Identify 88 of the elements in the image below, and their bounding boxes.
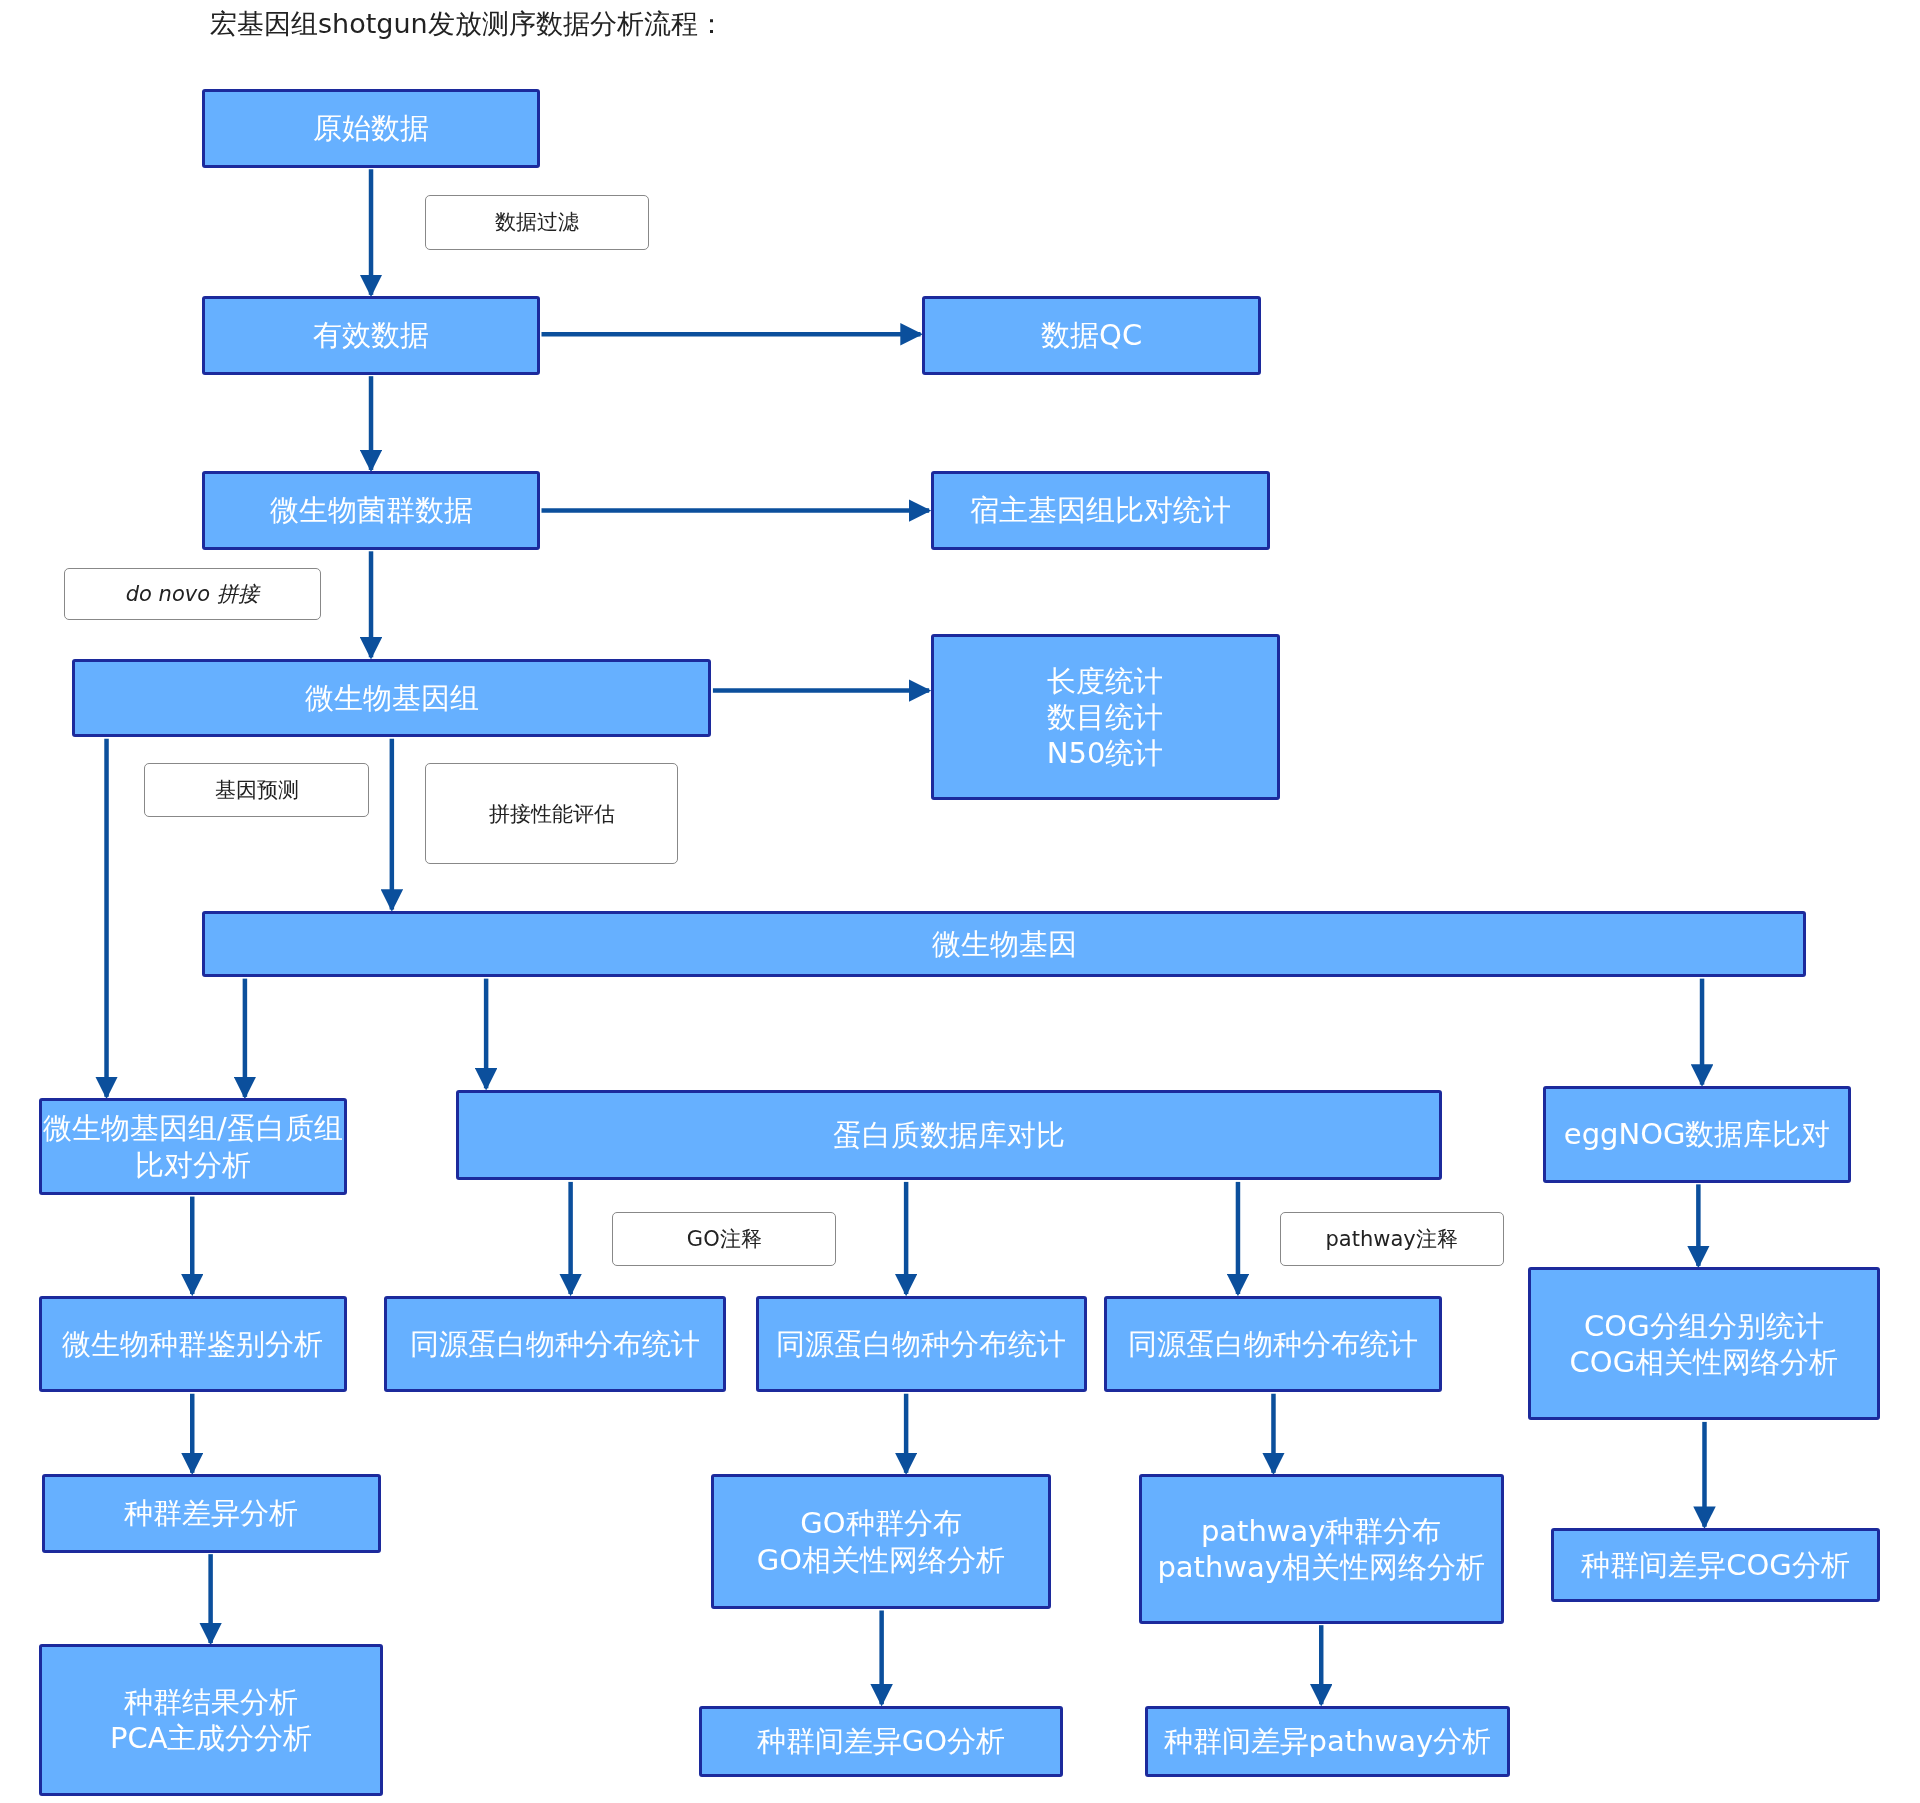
arrow [894, 1181, 918, 1297]
note-text: 拼接性能评估 [488, 800, 615, 828]
arrow [1226, 1181, 1250, 1297]
arrow [1687, 1184, 1710, 1269]
note-text: do novo 拼接 [125, 580, 259, 608]
process-box [39, 1295, 347, 1393]
step-text: 微生物种群鉴别分析 [62, 1325, 324, 1362]
note-box [1279, 1212, 1504, 1267]
step-text: eggNOG数据库比对 [1563, 1116, 1831, 1153]
process-box [930, 634, 1280, 800]
arrow [541, 323, 923, 346]
process-box [202, 471, 540, 550]
step-text: 蛋白质数据库对比 [832, 1116, 1065, 1154]
step-text: 微生物菌群数据 [269, 492, 473, 529]
arrow [1309, 1625, 1333, 1707]
step-text: 同源蛋白物种分布统计 [410, 1325, 701, 1362]
arrow [870, 1610, 893, 1707]
arrow [1262, 1393, 1285, 1476]
arrow [233, 978, 257, 1100]
step-text: 种群间差异GO分析 [756, 1723, 1006, 1760]
step-text: 微生物基因组 [304, 679, 479, 717]
arrow [380, 738, 404, 912]
step-text: COG相关性网络分析 [1569, 1343, 1839, 1381]
step-text: 同源蛋白物种分布统计 [1128, 1325, 1419, 1362]
process-box [1104, 1295, 1443, 1393]
process-box [72, 658, 712, 738]
arrow [181, 1196, 204, 1297]
process-box [202, 89, 540, 168]
step-text: 原始数据 [313, 110, 429, 147]
note-box [612, 1212, 837, 1267]
step-text: 种群间差异pathway分析 [1163, 1723, 1492, 1760]
process-box [755, 1295, 1088, 1393]
step-text: 同源蛋白物种分布统计 [776, 1325, 1067, 1362]
process-box [39, 1098, 347, 1196]
process-box [202, 296, 540, 375]
process-box [39, 1644, 384, 1797]
note-box [63, 568, 321, 620]
arrow [894, 1393, 918, 1476]
process-box [1542, 1086, 1852, 1183]
arrow [559, 1181, 582, 1297]
note-box [144, 762, 369, 817]
process-box [922, 296, 1262, 375]
process-box [455, 1089, 1443, 1181]
arrow [359, 551, 383, 660]
step-text: PCA主成分分析 [109, 1720, 313, 1757]
note-text: GO注释 [686, 1226, 762, 1254]
step-text: 长度统计 [1047, 662, 1164, 699]
step-text: 微生物基因组/蛋白质组比对分析 [42, 1110, 344, 1183]
step-text: pathway相关性网络分析 [1157, 1548, 1485, 1586]
step-text: 种群差异分析 [124, 1495, 299, 1532]
process-box [699, 1705, 1063, 1777]
note-text: pathway注释 [1325, 1226, 1458, 1254]
step-text: 宿主基因组比对统计 [969, 492, 1231, 529]
step-text: 有效数据 [313, 317, 429, 354]
step-text: 微生物基因 [931, 925, 1077, 963]
arrow [181, 1393, 204, 1476]
step-text: 种群结果分析 [124, 1684, 299, 1721]
arrow [474, 978, 498, 1091]
step-text: 数据QC [1041, 317, 1143, 354]
step-text: COG分组分别统计 [1584, 1307, 1824, 1344]
arrow [712, 679, 932, 702]
arrow [541, 499, 932, 522]
step-text: pathway种群分布 [1200, 1512, 1442, 1549]
arrow [1690, 978, 1714, 1087]
arrow [359, 376, 383, 473]
arrow [199, 1554, 222, 1646]
process-box [930, 471, 1270, 550]
process-box [711, 1474, 1051, 1609]
process-box [41, 1474, 381, 1553]
note-text: 数据过滤 [494, 209, 579, 237]
process-box [384, 1295, 727, 1393]
step-text: 数目统计 [1047, 698, 1164, 736]
process-box [1551, 1528, 1880, 1602]
step-text: GO相关性网络分析 [756, 1541, 1006, 1578]
process-box [1138, 1474, 1504, 1624]
arrow [359, 169, 383, 298]
note-box [424, 194, 649, 250]
process-box [202, 911, 1807, 978]
process-box [1144, 1705, 1510, 1777]
process-box [1528, 1267, 1880, 1421]
title: 宏基因组shotgun发放测序数据分析流程： [210, 7, 725, 41]
step-text: N50统计 [1046, 735, 1164, 772]
arrow [95, 738, 118, 1100]
step-text: 种群间差异COG分析 [1581, 1546, 1850, 1583]
note-box [424, 762, 679, 865]
arrow [1693, 1421, 1716, 1529]
note-text: 基因预测 [214, 776, 299, 804]
step-text: GO种群分布 [800, 1505, 962, 1542]
